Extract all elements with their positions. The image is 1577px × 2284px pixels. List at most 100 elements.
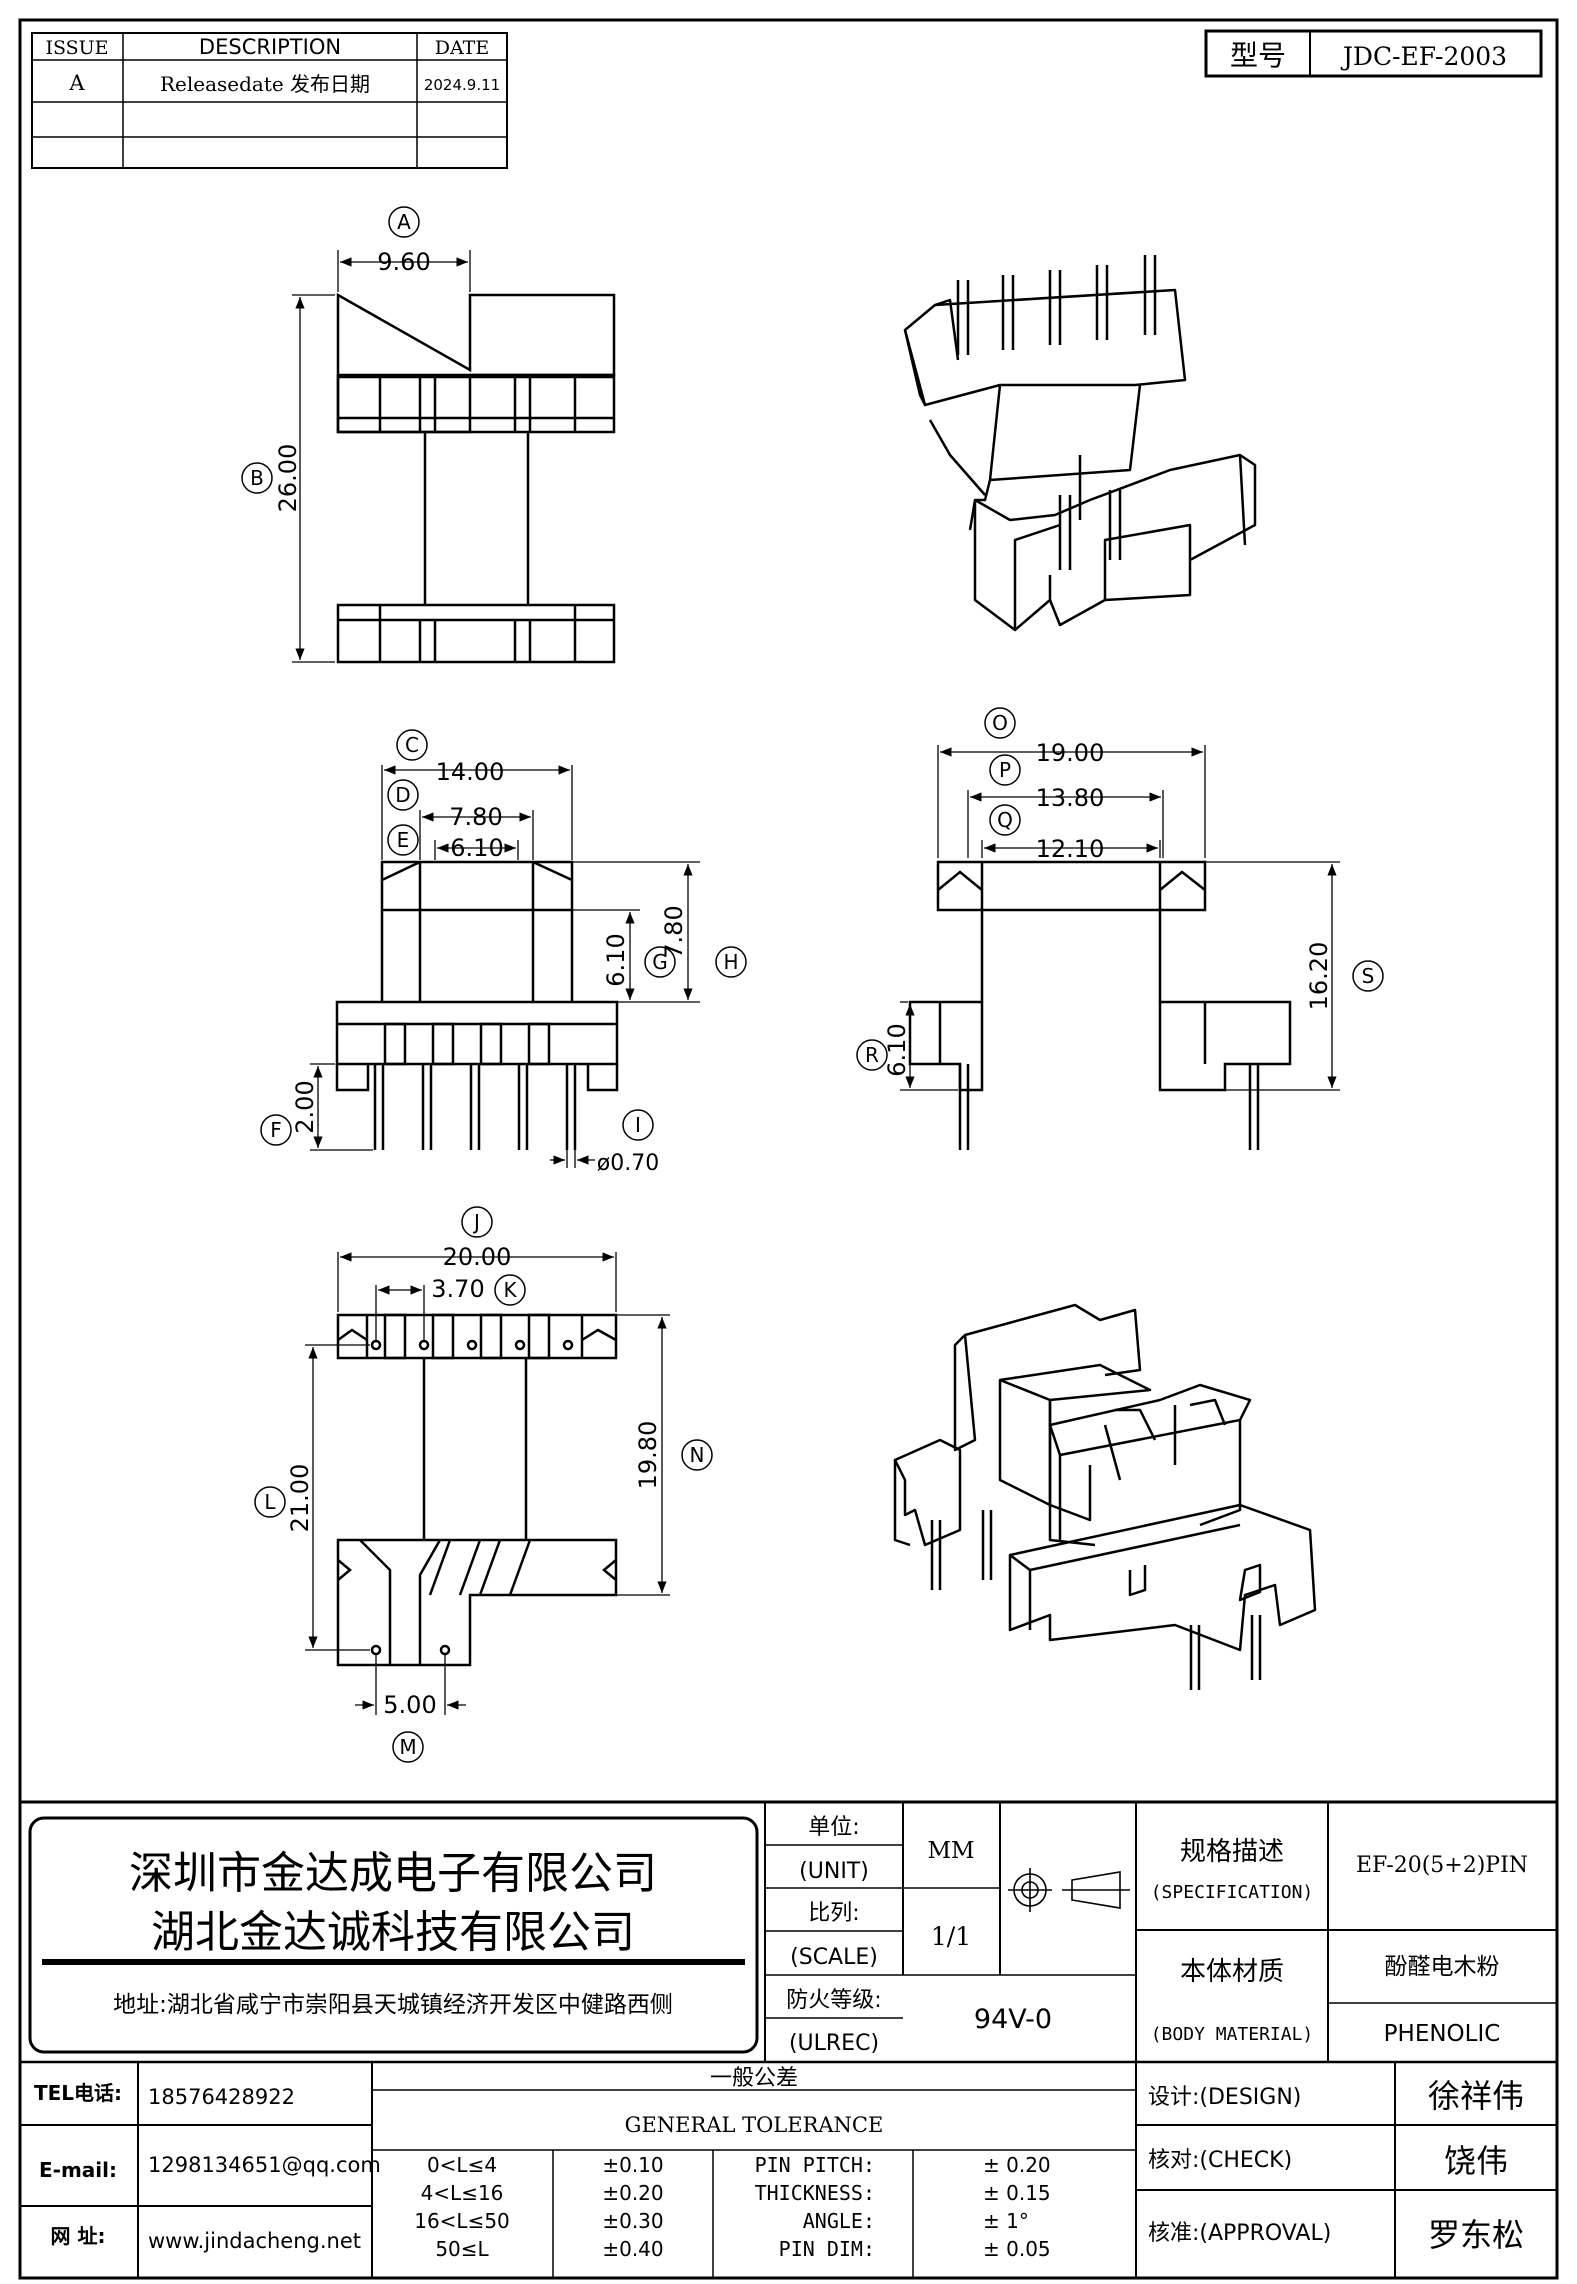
rev-description-cell: Releasedate 发布日期 [160, 72, 370, 96]
projection-symbol [1008, 1868, 1130, 1912]
design-name: 徐祥伟 [1428, 2077, 1524, 2115]
tol-range-4: 50≤L [435, 2237, 489, 2261]
web-label: 网 址: [51, 2224, 106, 2248]
callout-q [989, 804, 1021, 836]
company-name-1: 深圳市金达成电子有限公司 [129, 1848, 657, 1899]
tol-spec-1: PIN PITCH: [755, 2153, 875, 2177]
rev-header-description: DESCRIPTION [199, 35, 341, 59]
dim-f: 2.00 [291, 1080, 319, 1133]
callout-a-letter: A [397, 210, 411, 234]
dim-n: 19.80 [634, 1421, 662, 1490]
tolerance-title-cn: 一般公差 [710, 2066, 798, 2091]
design-label: 设计:(DESIGN) [1148, 2085, 1301, 2110]
dim-o: 19.00 [1036, 739, 1105, 767]
tol-value-4: ±0.40 [602, 2237, 663, 2261]
callout-b [241, 462, 273, 494]
rev-header-date: DATE [435, 37, 489, 59]
callout-o [984, 707, 1016, 739]
approval-name: 罗东松 [1428, 2216, 1524, 2254]
fire-value: 94V-0 [974, 2004, 1052, 2035]
email-value: 1298134651@qq.com [148, 2153, 381, 2177]
tol-spec-value-2: ± 0.15 [983, 2181, 1051, 2205]
revision-table [31, 32, 508, 169]
unit-label-en: (UNIT) [799, 1859, 869, 1884]
callout-m-letter: M [399, 1735, 416, 1759]
tol-range-2: 4<L≤16 [421, 2181, 504, 2205]
callout-a [388, 206, 420, 238]
fire-label-en: (ULREC) [789, 2031, 879, 2056]
tol-spec-value-1: ± 0.20 [983, 2153, 1051, 2177]
tolerance-title-en: GENERAL TOLERANCE [625, 2113, 884, 2137]
callout-q-letter: Q [997, 808, 1013, 832]
callout-l [254, 1486, 286, 1518]
dim-d: 7.80 [449, 803, 502, 831]
dim-g: 6.10 [602, 933, 630, 986]
tol-spec-value-3: ± 1° [983, 2209, 1029, 2233]
callout-o-letter: O [992, 711, 1008, 735]
material-label: 本体材质 [1180, 1957, 1284, 1987]
tol-spec-2: THICKNESS: [755, 2181, 875, 2205]
dim-l: 21.00 [286, 1464, 314, 1533]
iso-view-1 [903, 255, 1257, 632]
front-view [335, 860, 619, 1150]
company-address: 地址:湖北省咸宁市崇阳县天城镇经济开发区中健路西侧 [113, 1992, 673, 2018]
email-label: E-mail: [39, 2158, 117, 2182]
callout-p-letter: P [999, 758, 1011, 782]
callout-f-letter: F [270, 1118, 282, 1142]
rev-issue-cell: A [68, 71, 85, 95]
tol-value-3: ±0.30 [602, 2209, 663, 2233]
material-en: PHENOLIC [1384, 2021, 1501, 2047]
rev-date-cell: 2024.9.11 [424, 76, 500, 94]
callout-j-letter: J [472, 1210, 480, 1234]
scale-label-en: (SCALE) [790, 1945, 878, 1970]
callout-k [494, 1274, 526, 1306]
callout-c [396, 729, 428, 761]
dim-q: 12.10 [1036, 835, 1105, 863]
bottom-view [336, 1313, 618, 1667]
callout-n-letter: N [690, 1443, 705, 1467]
check-label: 核对:(CHECK) [1148, 2148, 1292, 2173]
spec-label-en: (SPECIFICATION) [1151, 1882, 1314, 1903]
callout-d [387, 779, 419, 811]
side-view-dimlines [900, 745, 1340, 1091]
model-label: 型号 [1230, 39, 1286, 72]
callout-b-letter: B [250, 466, 264, 490]
tol-value-1: ±0.10 [602, 2153, 663, 2177]
callout-g [644, 946, 676, 978]
material-cn: 酚醛电木粉 [1385, 1954, 1500, 1980]
callout-m [392, 1731, 424, 1763]
callout-s [1352, 960, 1384, 992]
dim-h: 7.80 [660, 905, 688, 958]
tol-value-2: ±0.20 [602, 2181, 663, 2205]
model-box [1204, 29, 1543, 78]
callout-s-letter: S [1362, 964, 1375, 988]
callout-c-letter: C [405, 733, 419, 757]
callout-h-letter: H [723, 950, 738, 974]
fire-label: 防火等级: [786, 1988, 881, 2013]
callout-r [856, 1039, 888, 1071]
callout-i-letter: I [635, 1113, 641, 1137]
scale-value: 1/1 [931, 1922, 971, 1951]
scale-label: 比列: [808, 1901, 859, 1926]
side-view [908, 860, 1292, 1150]
front-view-dimlines [310, 765, 700, 1168]
spec-label: 规格描述 [1180, 1837, 1284, 1867]
dim-s: 16.20 [1305, 942, 1333, 1011]
callout-r-letter: R [865, 1043, 879, 1067]
material-label-en: (BODY MATERIAL) [1151, 2024, 1314, 2045]
sheet-border [18, 18, 1559, 2280]
dim-p: 13.80 [1036, 784, 1105, 812]
dim-c: 14.00 [436, 758, 505, 786]
tol-spec-value-4: ± 0.05 [983, 2237, 1051, 2261]
callout-d-letter: D [395, 783, 410, 807]
callout-f [260, 1114, 292, 1146]
iso-view-2 [893, 1303, 1317, 1690]
callout-e [387, 824, 419, 856]
dim-b: 26.00 [274, 444, 302, 513]
top-view-dimlines [292, 250, 471, 663]
callout-n [681, 1439, 713, 1471]
bottom-view-dimlines [305, 1252, 670, 1715]
tel-value: 18576428922 [148, 2085, 295, 2109]
dim-m: 5.00 [383, 1691, 436, 1719]
